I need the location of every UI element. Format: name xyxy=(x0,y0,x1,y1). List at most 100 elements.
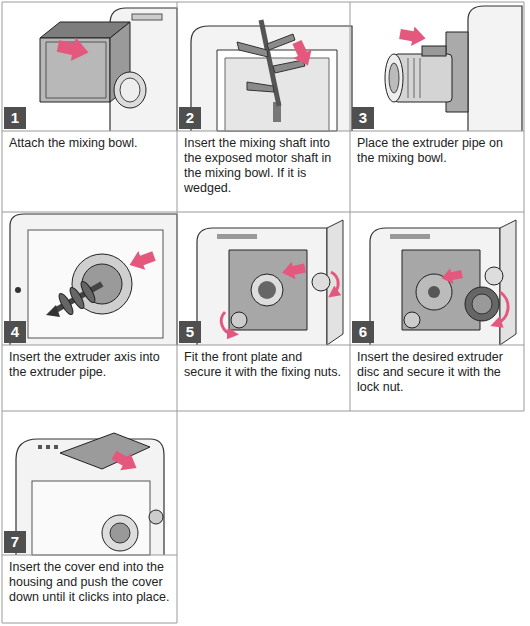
fixing-nut xyxy=(231,312,247,328)
step-number: 2 xyxy=(185,107,195,129)
step-number-box: 4 xyxy=(4,321,26,343)
grid-line xyxy=(2,411,524,412)
step-caption: Insert the mixing shaft into the exposed… xyxy=(184,136,343,196)
auger-tip xyxy=(46,305,60,317)
paddle xyxy=(237,42,268,57)
step-number-box: 3 xyxy=(352,107,374,129)
step-caption-cell: Insert the extruder axis into the extrud… xyxy=(9,350,170,380)
panel-4-illustration xyxy=(10,214,177,345)
panel-2-illustration xyxy=(191,20,352,131)
machine-body xyxy=(197,228,327,345)
step-caption-cell: Attach the mixing bowl. xyxy=(9,136,170,151)
fixing-nut xyxy=(404,312,420,328)
direction-arrow xyxy=(126,247,157,275)
grid-line xyxy=(2,2,524,3)
plate-hole-inner xyxy=(258,281,276,299)
grid-line xyxy=(177,2,178,623)
grid-line xyxy=(2,131,524,132)
bowl-collar xyxy=(114,72,146,108)
step-number: 7 xyxy=(10,531,20,553)
panel-3-illustration xyxy=(385,6,522,131)
machine-body xyxy=(468,6,522,131)
paddle xyxy=(247,82,274,92)
step-number-box: 7 xyxy=(4,531,26,553)
direction-arrow xyxy=(398,24,427,48)
lock-nut-inner xyxy=(110,523,130,543)
plate-hole xyxy=(251,274,283,306)
step-number: 6 xyxy=(358,321,368,343)
turn-arrow xyxy=(496,292,508,324)
pipe-clip xyxy=(422,46,446,56)
bowl-collar-inner xyxy=(120,78,140,102)
step-number-box: 5 xyxy=(179,321,201,343)
grid-line xyxy=(2,555,177,556)
step-number-box: 6 xyxy=(352,321,374,343)
grid-line xyxy=(524,2,525,411)
machine-buttons xyxy=(132,14,162,20)
grid-line xyxy=(2,345,524,346)
direction-arrow xyxy=(109,446,142,476)
panel-1-illustration xyxy=(40,8,177,131)
direction-arrow xyxy=(280,259,307,281)
step-caption: Insert the desired extruder disc and sec… xyxy=(357,350,517,395)
top-slot xyxy=(390,234,430,239)
machine-body xyxy=(10,214,177,345)
step-caption: Insert the extruder axis into the extrud… xyxy=(9,350,170,380)
panel-6-illustration xyxy=(370,220,516,345)
front-plate xyxy=(402,250,480,330)
step-caption-cell: Insert the cover end into the housing an… xyxy=(9,560,170,605)
fixing-nut xyxy=(149,510,163,524)
step-caption-cell: Insert the mixing shaft into the exposed… xyxy=(184,136,343,196)
turn-arrow xyxy=(331,272,338,294)
step-caption: Insert the cover end into the housing an… xyxy=(9,560,170,605)
step-number: 4 xyxy=(10,321,20,343)
step-number-box: 2 xyxy=(179,107,201,129)
table-grid xyxy=(2,2,524,623)
lock-nut xyxy=(102,515,138,551)
direction-arrow xyxy=(440,266,464,286)
button xyxy=(54,445,58,449)
step-number: 3 xyxy=(358,107,368,129)
direction-arrow xyxy=(56,34,92,64)
machine-side xyxy=(500,220,516,345)
top-slot xyxy=(217,234,257,239)
grid-line xyxy=(2,212,524,213)
lock-nut xyxy=(465,287,499,321)
pipe-ridge xyxy=(420,58,421,98)
step-caption-cell: Insert the desired extruder disc and sec… xyxy=(357,350,517,395)
pipe-ridge xyxy=(414,58,415,98)
step-number-box: 1 xyxy=(4,107,26,129)
lock-nut-inner xyxy=(472,294,492,314)
fixing-nut xyxy=(485,267,503,285)
pipe-ridge xyxy=(408,58,409,98)
auger-flight xyxy=(79,280,98,305)
paddle xyxy=(267,34,295,50)
button xyxy=(38,445,42,449)
mixing-shaft xyxy=(261,20,279,106)
pipe-end xyxy=(385,54,403,102)
machine-body xyxy=(370,228,500,345)
panel-7-illustration xyxy=(16,433,164,555)
screw xyxy=(15,287,21,293)
grid-line xyxy=(350,2,351,411)
paddle xyxy=(273,60,305,73)
cover xyxy=(60,433,150,469)
machine-front xyxy=(32,481,150,555)
step-caption: Fit the front plate and secure it with t… xyxy=(184,350,343,380)
panel-5-illustration xyxy=(197,220,343,345)
step-caption: Attach the mixing bowl. xyxy=(9,136,170,151)
turn-arrow xyxy=(221,312,233,334)
step-caption: Place the extruder pipe on the mixing bo… xyxy=(357,136,517,166)
step-number: 5 xyxy=(185,321,195,343)
step-caption-cell: Place the extruder pipe on the mixing bo… xyxy=(357,136,517,166)
grid-line xyxy=(2,623,177,624)
grid-line xyxy=(2,2,3,623)
step-caption-cell: Fit the front plate and secure it with t… xyxy=(184,350,343,380)
pipe-end-inner xyxy=(389,63,399,93)
fixing-nut xyxy=(312,273,330,291)
step-number: 1 xyxy=(10,107,20,129)
disc-center xyxy=(428,286,440,298)
